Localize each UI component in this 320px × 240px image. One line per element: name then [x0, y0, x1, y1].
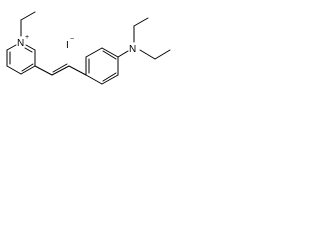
vinyl-double-bond: [51, 65, 70, 76]
ring-bond: [101, 47, 119, 58]
vinyl-linker: [34, 63, 87, 76]
ring-bond: [6, 65, 22, 75]
vinyl-double-bond-inner: [52, 63, 68, 73]
ring-nitrogen-label: N +: [17, 34, 29, 49]
iodide-symbol: I: [66, 40, 69, 51]
n-ethyl-group: [20, 11, 36, 37]
vinyl-bond: [68, 65, 87, 76]
ring-double-bond-inner: [102, 50, 117, 60]
ethyl-bond: [154, 49, 171, 60]
chemical-structure: N + I − N: [6, 11, 171, 85]
iodide-counter-ion: I −: [66, 36, 74, 51]
ethyl-bond: [139, 49, 156, 60]
diethylamino-group: N: [117, 17, 171, 60]
ring-bond: [101, 74, 119, 85]
ring-bond: [20, 65, 36, 75]
ring-nitrogen-symbol: N: [17, 38, 24, 49]
ethyl-bond: [20, 11, 36, 21]
ring-bond: [25, 44, 36, 51]
ring-bond: [6, 44, 17, 51]
ring-nitrogen-charge: +: [25, 34, 29, 41]
ring-double-bond-inner: [24, 47, 33, 53]
ethyl-bond: [133, 17, 149, 27]
pyridinium-ring: [6, 44, 36, 75]
phenyl-ring: [85, 47, 119, 85]
amine-nitrogen-symbol: N: [129, 44, 136, 55]
vinyl-bond: [34, 65, 53, 76]
iodide-charge: −: [70, 36, 74, 43]
ring-double-bond-inner: [102, 72, 117, 82]
ring-double-bond-inner: [21, 63, 34, 72]
amine-bond: [117, 50, 129, 58]
ring-bond: [85, 47, 103, 58]
ring-bond: [85, 74, 103, 85]
